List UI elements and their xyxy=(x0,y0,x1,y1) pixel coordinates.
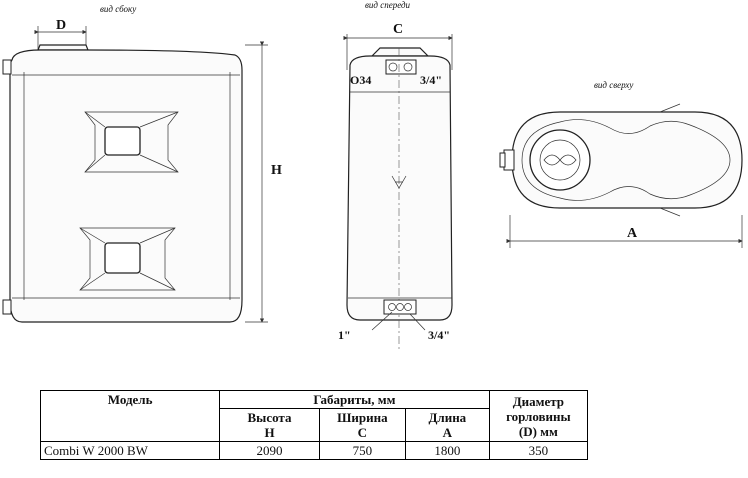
header-height: Высота H xyxy=(219,408,320,442)
header-length-line2: A xyxy=(442,425,453,440)
table-subheader-row: Высота H Ширина C Длина A xyxy=(41,408,588,442)
cell-length: 1800 xyxy=(404,441,490,460)
header-length-line1: Длина xyxy=(428,410,467,425)
top-view: вид сверху A xyxy=(499,80,743,248)
header-width-line1: Ширина xyxy=(337,410,388,425)
cell-diameter: 350 xyxy=(488,441,589,460)
dim-d-label: D xyxy=(56,18,66,33)
front-view-caption: вид сбоку xyxy=(100,4,136,14)
side-view-caption: вид спереди xyxy=(365,0,411,10)
dim-c-label: C xyxy=(393,22,403,37)
header-diameter-line3: (D) мм xyxy=(518,423,558,439)
top-view-caption: вид сверху xyxy=(594,80,633,90)
table-header-row: Модель Габариты, мм Диаметр горловины (D… xyxy=(39,390,589,442)
header-height-line1: Высота xyxy=(247,410,292,425)
dim-h-label: H xyxy=(271,163,282,178)
specification-table: Модель Габариты, мм Диаметр горловины (D… xyxy=(39,390,589,460)
header-dimensions: Габариты, мм xyxy=(219,390,490,409)
header-length: Длина A xyxy=(404,408,490,442)
header-diameter: Диаметр горловины (D) мм xyxy=(488,390,589,442)
header-diameter-line2: горловины xyxy=(506,408,571,424)
cell-height: 2090 xyxy=(219,441,320,460)
table-row: Combi W 2000 BW 2090 750 1800 350 xyxy=(39,441,589,460)
header-diameter-line1: Диаметр xyxy=(512,393,565,409)
header-height-line2: H xyxy=(264,425,275,440)
header-width: Ширина C xyxy=(318,408,406,442)
dim-inlet-bottom-label: 1" xyxy=(338,328,351,342)
header-width-line2: C xyxy=(357,425,368,440)
dim-thread-top-label: 3/4" xyxy=(420,73,442,87)
cell-width: 750 xyxy=(318,441,406,460)
header-model: Модель xyxy=(39,390,221,442)
technical-drawing: вид сбоку D H xyxy=(2,0,743,350)
side-view: вид спереди C O34 3/4" 1" 3/4" xyxy=(338,0,453,350)
cell-model: Combi W 2000 BW xyxy=(39,441,221,460)
dim-a-label: A xyxy=(627,226,638,241)
dim-thread-bottom-label: 3/4" xyxy=(428,328,450,342)
dim-o34-label: O34 xyxy=(350,73,371,87)
front-view: вид сбоку D H xyxy=(2,4,282,323)
